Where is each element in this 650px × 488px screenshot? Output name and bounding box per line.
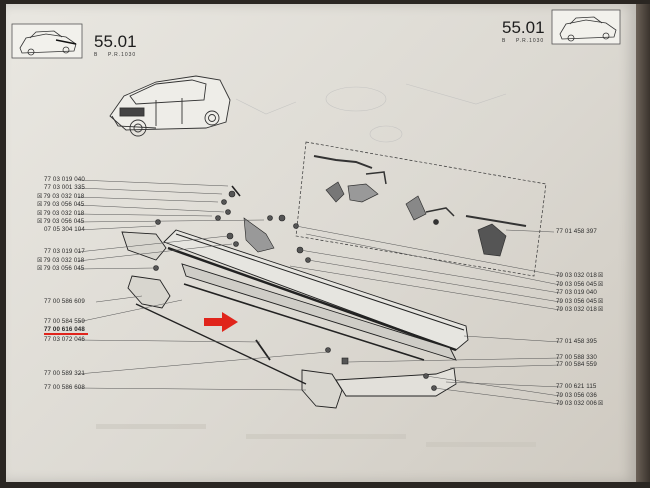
part-number-left: 79 03 056 045 [37, 201, 84, 208]
section-number-left: 55.01 [94, 32, 137, 51]
part-number-right: 77 01 458 395 [556, 338, 597, 345]
vehicle-drawing [109, 75, 231, 137]
part-number-right: 79 03 056 036 [556, 392, 597, 399]
part-number-right: 79 03 056 045 [556, 298, 603, 305]
part-number-left: 77 03 001 335 [44, 184, 85, 191]
part-number-left: 79 03 032 018 [37, 193, 84, 200]
section-sub-a-left: B [94, 52, 99, 58]
part-number-right: 79 03 032 018 [556, 272, 603, 279]
red-arrow-marker [44, 312, 238, 335]
fasteners [153, 185, 437, 391]
part-number-right: 77 00 621 115 [556, 383, 597, 390]
part-number-right: 77 00 588 330 [556, 354, 597, 361]
section-sub-a-right: B [502, 38, 507, 44]
part-number-left: 07 05 304 104 [44, 226, 85, 233]
part-number-left: 77 00 586 608 [44, 384, 85, 391]
section-sub-b-left: P.R.1030 [108, 52, 137, 58]
part-number-right: 77 00 584 559 [556, 361, 597, 368]
section-number-right: 55.01 [502, 18, 545, 37]
part-number-left: 79 03 056 045 [37, 218, 84, 225]
front-bumper-bar [163, 229, 469, 361]
bracket-kit-inset [295, 141, 547, 277]
part-number-left: 77 00 586 609 [44, 298, 85, 305]
part-number-left: 77 03 019 040 [44, 176, 85, 183]
leader-lines [77, 179, 561, 405]
part-number-left: 77 00 589 321 [44, 370, 85, 377]
part-number-right: 77 03 019 040 [556, 289, 597, 296]
part-number-left: 77 03 072 046 [44, 336, 85, 343]
part-number-left: 79 03 056 045 [37, 265, 84, 272]
part-number-right: 79 03 032 018 [556, 306, 603, 313]
part-number-right: 79 03 056 045 [556, 281, 603, 288]
page-edge [636, 4, 650, 482]
part-number-left: 79 03 032 018 [37, 257, 84, 264]
part-number-right: 79 03 032 006 [556, 400, 603, 407]
header-car-icon-right [551, 9, 621, 45]
part-number-left: 77 00 584 559 [44, 318, 85, 325]
part-number-highlighted: 77 00 616 048 [44, 326, 85, 333]
header-car-icon-left [11, 23, 83, 59]
section-sub-b-right: P.R.1030 [516, 38, 545, 44]
part-number-right: 77 01 458 397 [556, 228, 597, 235]
parts-diagram [11, 9, 621, 447]
part-number-left: 77 03 019 017 [44, 248, 85, 255]
catalog-page: 55.01 B P.R.1030 55.01 B P.R.1030 77 03 … [6, 4, 636, 482]
part-number-left: 79 03 032 018 [37, 210, 84, 217]
